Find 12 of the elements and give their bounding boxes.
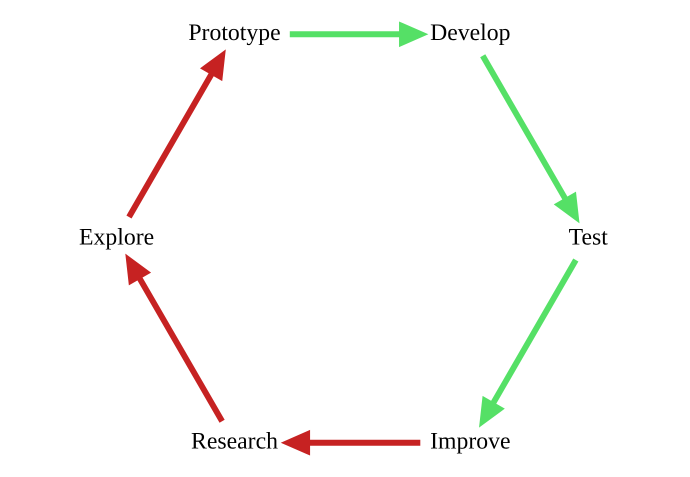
arrow	[125, 254, 225, 423]
node-text: Prototype	[188, 20, 281, 46]
arrow	[479, 258, 578, 428]
arrow	[126, 49, 226, 219]
node-text: Research	[191, 428, 278, 455]
node-text: Test	[568, 224, 608, 250]
node-text: Improve	[430, 428, 510, 455]
arrow	[480, 54, 580, 224]
node-text: Develop	[430, 20, 510, 46]
arrow	[280, 430, 420, 456]
arrow	[290, 21, 428, 48]
node-text: Explore	[79, 224, 154, 250]
